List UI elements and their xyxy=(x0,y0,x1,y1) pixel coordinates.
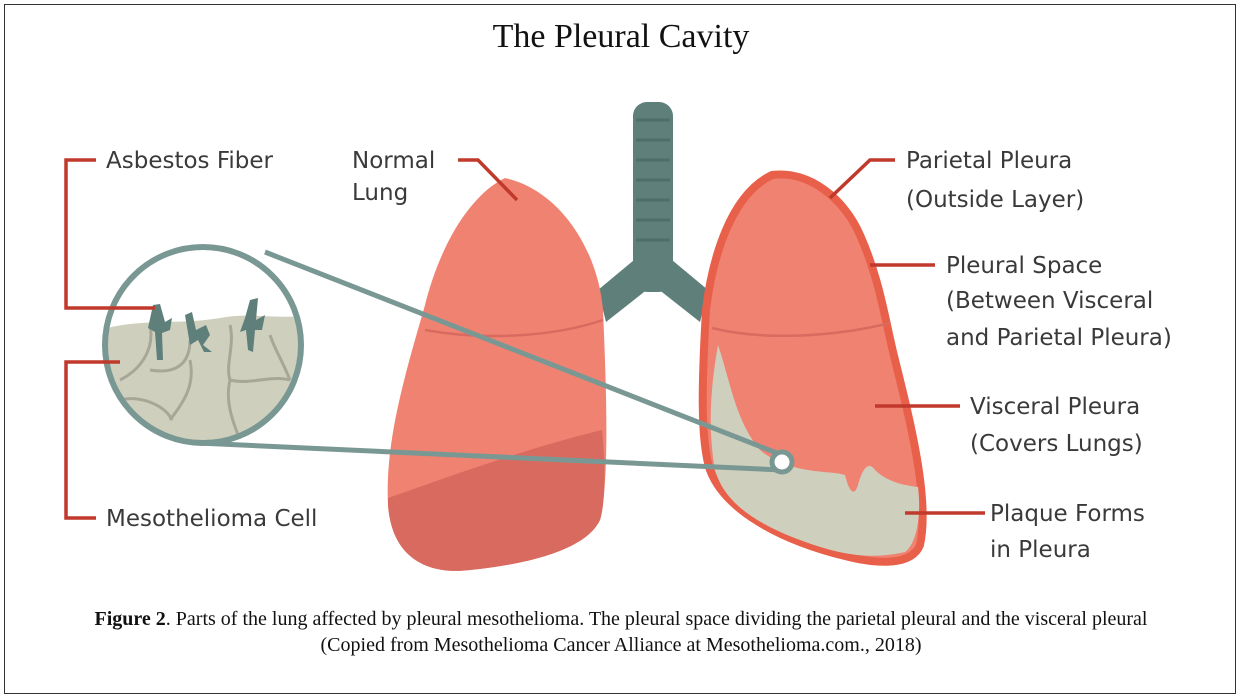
label-mesothelioma-cell: Mesothelioma Cell xyxy=(106,506,317,532)
pleural-cavity-diagram: Asbestos Fiber Mesothelioma Cell Normal … xyxy=(0,0,1242,600)
figure-caption-text: . Parts of the lung affected by pleural … xyxy=(166,608,1148,656)
affected-lung xyxy=(703,174,923,561)
label-pleural-space-1: Pleural Space xyxy=(946,253,1102,279)
magnifier-circle xyxy=(100,247,310,450)
figure-caption-label: Figure 2 xyxy=(95,608,166,630)
magnifier-target-point xyxy=(772,452,792,472)
label-parietal-pleura-2: (Outside Layer) xyxy=(906,187,1084,213)
label-normal-lung-1: Normal xyxy=(352,148,435,174)
label-plaque-2: in Pleura xyxy=(990,537,1091,563)
label-visceral-pleura-2: (Covers Lungs) xyxy=(970,431,1143,457)
label-plaque-1: Plaque Forms xyxy=(990,501,1145,527)
label-pleural-space-3: and Parietal Pleura) xyxy=(946,325,1172,351)
label-visceral-pleura-1: Visceral Pleura xyxy=(970,394,1140,420)
label-parietal-pleura-1: Parietal Pleura xyxy=(906,148,1072,174)
label-pleural-space-2: (Between Visceral xyxy=(946,288,1153,314)
trachea xyxy=(598,102,708,322)
figure-caption: Figure 2. Parts of the lung affected by … xyxy=(60,606,1182,658)
parietal-pleura-leader xyxy=(830,160,895,198)
label-normal-lung-2: Lung xyxy=(352,180,408,206)
label-asbestos-fiber: Asbestos Fiber xyxy=(106,148,274,174)
